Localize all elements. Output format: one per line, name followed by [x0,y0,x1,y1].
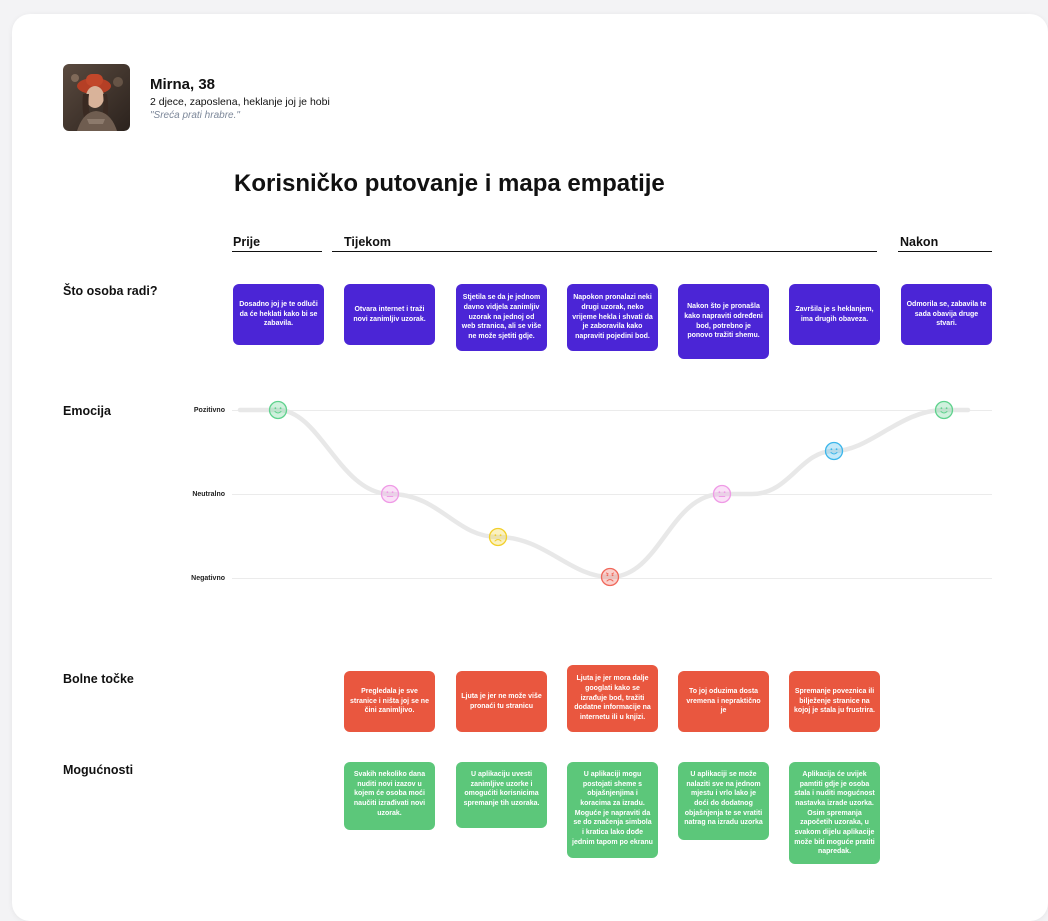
persona-quote: "Sreća prati hrabre." [150,110,240,121]
doing-card: Dosadno joj je te odluči da će heklati k… [233,284,324,345]
doing-card: Otvara internet i traži novi zanimljiv u… [344,284,435,345]
pain-point-card: Ljuta je jer ne može više pronaći tu str… [456,671,547,732]
row-label-pain-points: Bolne točke [63,672,134,686]
page-title: Korisničko putovanje i mapa empatije [234,170,665,197]
emotion-level-negative: Negativno [191,575,225,582]
emotion-marker [488,527,508,547]
doing-card: Odmorila se, zabavila te sada obavija dr… [901,284,992,345]
doing-card: Napokon pronalazi neki drugi uzorak, nek… [567,284,658,351]
row-label-doing: Što osoba radi? [63,284,158,298]
pain-point-card: Ljuta je jer mora dalje googlati kako se… [567,665,658,732]
doing-card: Završila je s heklanjem, ima drugih obav… [789,284,880,345]
phase-after: Nakon [900,235,939,249]
gridline-neutral [232,494,992,495]
persona-avatar [63,64,130,131]
opportunity-card: Aplikacija će uvijek pamtiti gdje je oso… [789,762,880,864]
row-label-emotion: Emocija [63,404,111,418]
emotion-level-neutral: Neutralno [192,491,225,498]
phase-during-underline [332,251,877,252]
doing-card: Stjetila se da je jednom davno vidjela z… [456,284,547,351]
doing-card: Nakon što je pronašla kako napraviti odr… [678,284,769,359]
pain-point-card: Pregledala je sve stranice i ništa joj s… [344,671,435,732]
pain-point-card: To joj oduzima dosta vremena i nepraktič… [678,671,769,732]
persona-description: 2 djece, zaposlena, heklanje joj je hobi [150,96,330,108]
opportunity-card: U aplikaciji mogu postojati sheme s obja… [567,762,658,858]
emotion-level-positive: Pozitivno [193,407,225,414]
gridline-positive [232,410,992,411]
opportunity-card: U aplikaciju uvesti zanimljive uzorke i … [456,762,547,828]
opportunity-card: U aplikaciji se može nalaziti sve na jed… [678,762,769,840]
emotion-marker [824,441,844,461]
phase-during: Tijekom [344,235,392,249]
emotion-marker [712,484,732,504]
pain-point-card: Spremanje poveznica ili bilježenje stran… [789,671,880,732]
emotion-marker [380,484,400,504]
phase-before: Prije [233,235,261,249]
emotion-marker [600,567,620,587]
phase-before-underline [232,251,322,252]
emotion-curve-line [237,407,971,580]
phase-after-underline [898,251,992,252]
emotion-marker [268,400,288,420]
persona-name: Mirna, 38 [150,76,216,93]
opportunity-card: Svakih nekoliko dana nuditi novi izazov … [344,762,435,830]
row-label-opportunities: Mogućnosti [63,763,134,777]
emotion-marker [934,400,954,420]
